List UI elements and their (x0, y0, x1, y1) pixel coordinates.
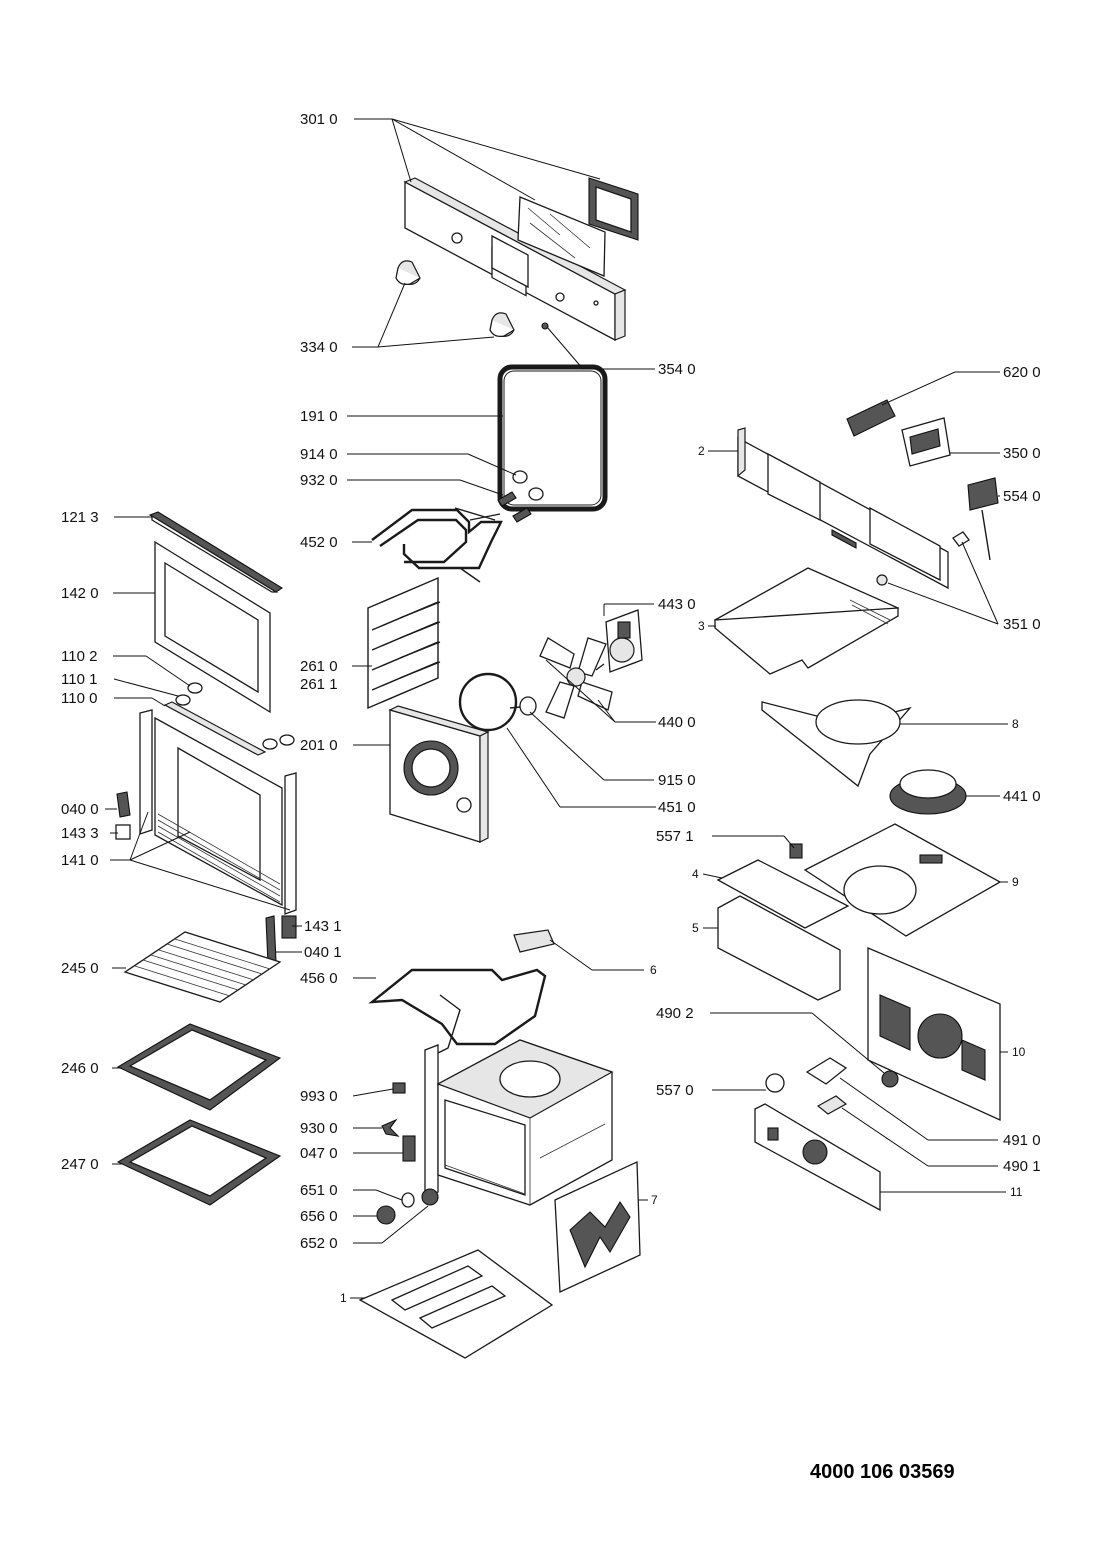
label-334-0: 334 0 (300, 339, 338, 356)
label-490-2: 490 2 (656, 1005, 694, 1022)
label-993-0: 993 0 (300, 1088, 338, 1105)
top-cover (713, 567, 900, 675)
part-labels: 301 0 334 0 354 0 191 0 914 0 932 0 121 … (61, 111, 1041, 1305)
drip-pan (116, 1119, 282, 1206)
bottom-plate (358, 1249, 554, 1359)
tangential-fan (889, 769, 967, 815)
outer-door-glass (154, 540, 271, 714)
label-443-0: 443 0 (658, 596, 696, 613)
label-261-0: 261 0 (300, 658, 338, 675)
label-557-1: 557 1 (656, 828, 694, 845)
insulation-plugs (497, 470, 544, 523)
label-8: 8 (1012, 717, 1019, 731)
convection-fan (519, 637, 613, 719)
label-914-0: 914 0 (300, 446, 338, 463)
label-652-0: 652 0 (300, 1235, 338, 1252)
programmer (901, 417, 951, 467)
selector (967, 477, 999, 561)
label-620-0: 620 0 (1003, 364, 1041, 381)
label-452-0: 452 0 (300, 534, 338, 551)
door-frame (139, 709, 297, 915)
label-554-0: 554 0 (1003, 488, 1041, 505)
relay (846, 399, 896, 437)
label-350-0: 350 0 (1003, 445, 1041, 462)
label-040-0: 040 0 (61, 801, 99, 818)
knobs (395, 260, 515, 338)
label-246-0: 246 0 (61, 1060, 99, 1077)
label-3: 3 (698, 619, 705, 633)
cooling-fan-housing (761, 699, 912, 788)
label-2: 2 (698, 444, 705, 458)
label-191-0: 191 0 (300, 408, 338, 425)
side-racks (367, 576, 441, 710)
label-110-0: 110 0 (61, 690, 97, 707)
baking-tray (116, 1023, 282, 1111)
label-10: 10 (1012, 1045, 1026, 1059)
label-245-0: 245 0 (61, 960, 99, 977)
label-11: 11 (1010, 1185, 1023, 1199)
label-440-0: 440 0 (658, 714, 696, 731)
bottom-heating-element (368, 929, 555, 1059)
thermostat (876, 531, 970, 586)
label-1: 1 (340, 1291, 347, 1305)
back-panel (867, 947, 1001, 1122)
label-7: 7 (651, 1193, 658, 1207)
label-201-0: 201 0 (300, 737, 338, 754)
wire-shelf (123, 931, 282, 1003)
cooling-plate (803, 823, 1002, 937)
label-656-0: 656 0 (300, 1208, 338, 1225)
display-glass (517, 196, 606, 277)
label-142-0: 142 0 (61, 585, 99, 602)
top-heating-element (371, 507, 503, 583)
label-557-0: 557 0 (656, 1082, 694, 1099)
label-261-1: 261 1 (300, 676, 338, 693)
back-frame (554, 1160, 641, 1293)
label-932-0: 932 0 (300, 472, 338, 489)
rear-fan-cover (388, 705, 490, 843)
label-490-1: 490 1 (1003, 1158, 1041, 1175)
label-040-1: 040 1 (304, 944, 342, 961)
label-354-0: 354 0 (658, 361, 696, 378)
label-143-1: 143 1 (304, 918, 342, 935)
display-frame (588, 177, 639, 241)
label-141-0: 141 0 (61, 852, 99, 869)
label-5: 5 (692, 921, 699, 935)
switches (765, 1057, 899, 1115)
oven-cavity (424, 1039, 614, 1206)
glass-clips (175, 682, 295, 750)
fan-motor (595, 609, 643, 673)
label-047-0: 047 0 (300, 1145, 338, 1162)
circular-heating-element (458, 672, 531, 732)
label-915-0: 915 0 (658, 772, 696, 789)
label-4: 4 (692, 867, 699, 881)
label-301-0: 301 0 (300, 111, 338, 128)
control-board (754, 1103, 881, 1212)
door-hinges (115, 791, 297, 965)
label-110-1: 110 1 (61, 671, 97, 688)
document-number: 4000 106 03569 (810, 1461, 955, 1483)
label-651-0: 651 0 (300, 1182, 338, 1199)
label-110-2: 110 2 (61, 648, 97, 665)
label-121-3: 121 3 (61, 509, 99, 526)
leader-lines (105, 118, 1008, 1299)
front-frame (737, 427, 949, 590)
control-panel (403, 177, 627, 342)
label-9: 9 (1012, 875, 1019, 889)
label-456-0: 456 0 (300, 970, 338, 987)
label-351-0: 351 0 (1003, 616, 1041, 633)
small-components (376, 1082, 439, 1225)
label-930-0: 930 0 (300, 1120, 338, 1137)
label-247-0: 247 0 (61, 1156, 99, 1173)
label-6: 6 (650, 963, 657, 977)
label-143-3: 143 3 (61, 825, 99, 842)
label-451-0: 451 0 (658, 799, 696, 816)
air-channels (716, 859, 850, 1001)
label-491-0: 491 0 (1003, 1132, 1041, 1149)
door-profile (163, 701, 267, 756)
label-441-0: 441 0 (1003, 788, 1041, 805)
